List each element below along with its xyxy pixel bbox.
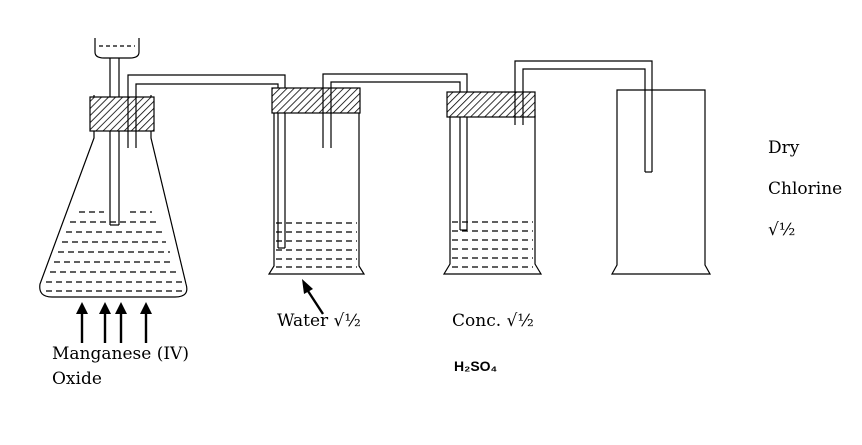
- delivery-tube-1: [127, 74, 286, 249]
- chlorine-label: Chlorine: [768, 179, 843, 199]
- water-bottle-stopper: [271, 87, 361, 114]
- gas-jar: [610, 89, 712, 275]
- delivery-tube-3: [514, 60, 653, 173]
- flask-liquid: [46, 211, 182, 292]
- acid-bottle-liquid: [452, 221, 533, 268]
- water-wash-bottle: [267, 87, 366, 275]
- water-label: Water √½: [277, 311, 361, 331]
- thistle-funnel: [94, 38, 140, 226]
- flask-stopper: [89, 96, 155, 132]
- heat-arrow-head-2: [99, 302, 111, 314]
- conical-flask: [39, 95, 188, 298]
- heat-arrows: [80, 312, 148, 343]
- heat-arrow-head-3: [115, 302, 127, 314]
- dry-label: Dry: [768, 138, 800, 158]
- h2so4-label: H₂SO₄: [454, 358, 498, 374]
- water-pointer-arrow: [302, 279, 325, 315]
- heat-arrow-head-4: [140, 302, 152, 314]
- acid-bottle-stopper: [446, 91, 536, 118]
- acid-wash-bottle: [442, 91, 543, 275]
- delivery-tube-2: [322, 73, 468, 231]
- heat-arrow-head-1: [76, 302, 88, 314]
- water-bottle-liquid: [276, 222, 357, 268]
- manganese-label-line1: Manganese (IV): [52, 344, 189, 364]
- conc-label: Conc. √½: [452, 311, 534, 331]
- chlorine-mark-label: √½: [768, 220, 796, 240]
- manganese-label-line2: Oxide: [52, 369, 102, 389]
